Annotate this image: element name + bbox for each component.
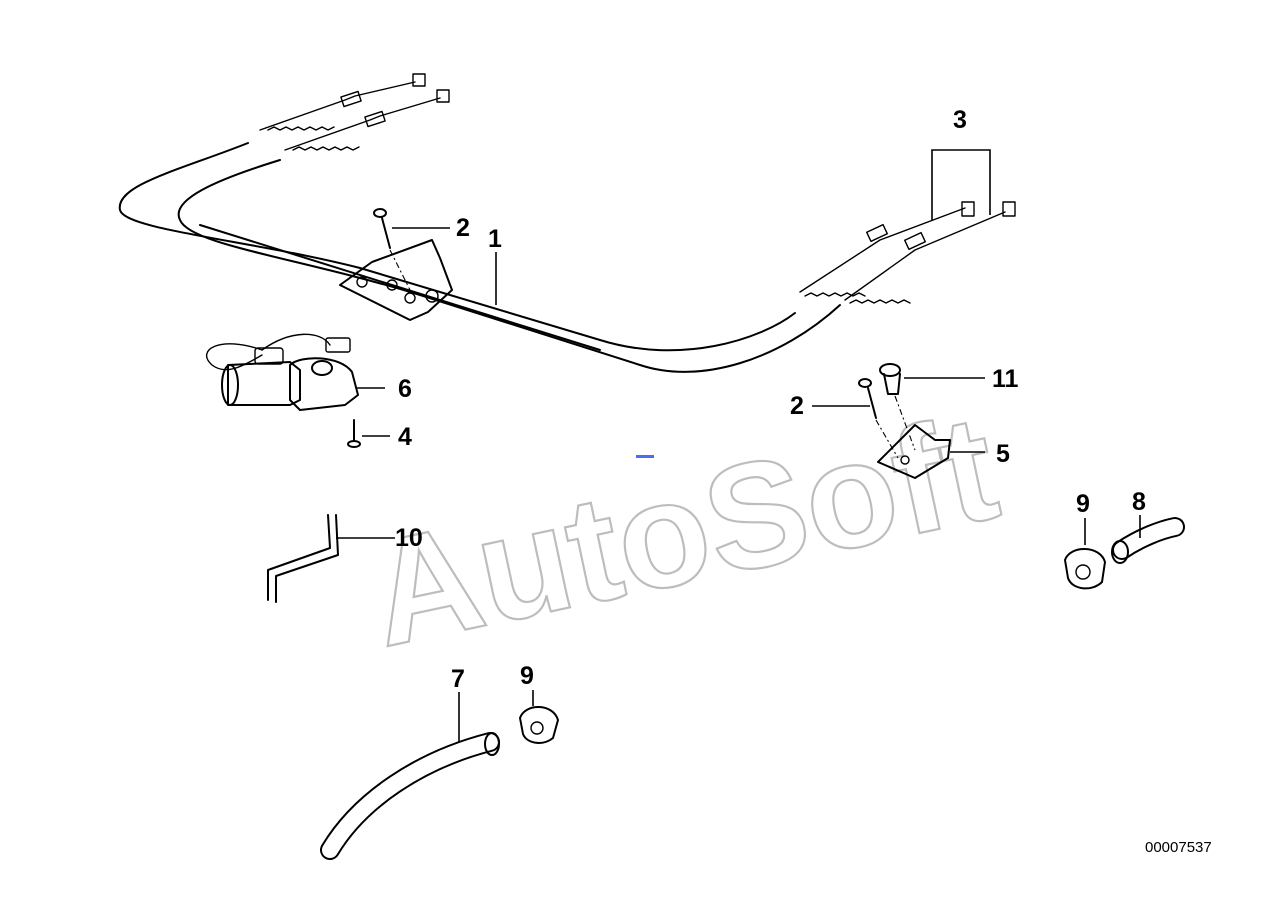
accent-mark [636, 455, 654, 458]
part-4-screw [347, 419, 390, 448]
callout-9-lower[interactable]: 9 [520, 662, 534, 690]
part-7-hose-long [320, 692, 500, 860]
part-11-screw [879, 363, 985, 451]
callout-2-upper[interactable]: 2 [456, 214, 470, 242]
part-9-clip-lower [519, 690, 559, 744]
part-8-hose-short [1111, 515, 1185, 564]
callout-4[interactable]: 4 [398, 423, 412, 451]
callout-5[interactable]: 5 [996, 440, 1010, 468]
part-6-drive-motor [205, 333, 359, 411]
part-3-drive-cables [799, 149, 1016, 304]
callout-7[interactable]: 7 [451, 665, 465, 693]
callout-6[interactable]: 6 [398, 375, 412, 403]
callout-10[interactable]: 10 [395, 524, 423, 552]
part-10-emergency-crank [267, 514, 395, 603]
part-9-clip-right [1064, 518, 1106, 590]
callout-3[interactable]: 3 [953, 106, 967, 134]
part-2-bolt-upper [373, 208, 450, 291]
part-1-cable-guide-assembly [118, 73, 841, 373]
callout-1[interactable]: 1 [488, 225, 502, 253]
part-2-bolt-lower [812, 378, 899, 459]
watermark-text: AutoSoft [356, 382, 1010, 678]
callout-8[interactable]: 8 [1132, 488, 1146, 516]
part-5-bracket [877, 424, 985, 479]
diagram-reference-number: 00007537 [1145, 839, 1212, 856]
callout-11[interactable]: 11 [992, 365, 1019, 393]
callout-2-lower[interactable]: 2 [790, 392, 804, 420]
callout-9-right[interactable]: 9 [1076, 490, 1090, 518]
